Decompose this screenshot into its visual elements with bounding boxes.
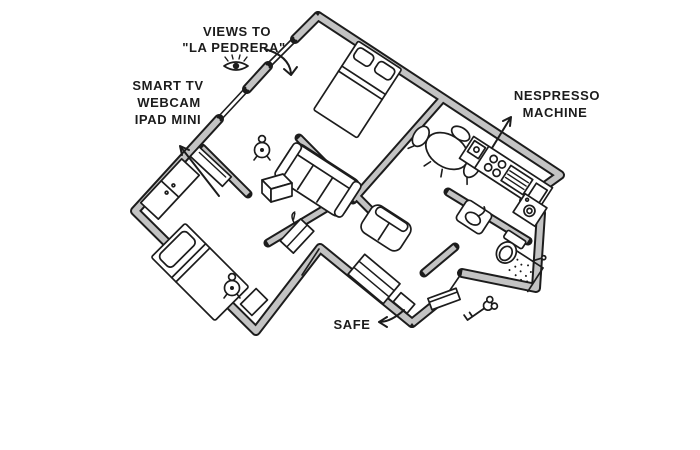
sofa [274, 142, 362, 218]
dresser [279, 211, 315, 254]
shower-head [540, 254, 547, 261]
views-arrow [264, 48, 298, 76]
window-glazing-lines [216, 36, 298, 122]
stove-burner [489, 154, 499, 164]
wardrobe [139, 158, 201, 220]
nightstand [239, 287, 269, 317]
annotation-arrows [179, 48, 512, 328]
shower-floor-dots [508, 258, 532, 283]
nespresso-arrow [491, 116, 512, 149]
annotation-labels: VIEWS TO "LA PEDRERA" SMART TV WEBCAM IP… [132, 24, 600, 332]
entry-step [392, 291, 416, 315]
armchair [360, 204, 412, 252]
washing-machine [512, 192, 548, 228]
smart-tv-label-line2: WEBCAM [137, 95, 201, 110]
key-icon [463, 295, 499, 321]
kitchen-counter [458, 135, 554, 211]
furniture [139, 40, 554, 321]
stove-burner [497, 159, 507, 169]
cube-side-table [261, 173, 293, 203]
chair [450, 125, 471, 142]
bathroom-sink [455, 199, 493, 235]
plant-decor [291, 211, 296, 223]
single-bed [151, 223, 249, 321]
views-label-line2: "LA PEDRERA" [182, 40, 286, 55]
master-bed [313, 40, 402, 139]
stove-burner [492, 168, 502, 178]
alarm-clock [253, 134, 271, 161]
stove-burner [483, 162, 493, 172]
shower [508, 249, 547, 293]
bedroom-door-leaf [301, 248, 320, 276]
smart-tv-label-line3: IPAD MINI [135, 112, 202, 127]
safe-label: SAFE [333, 317, 370, 332]
pillow [352, 47, 375, 68]
hall-chest [347, 253, 401, 305]
safe-arrow [378, 309, 405, 328]
alarm-clock [223, 272, 241, 299]
nespresso-label-line1: NESPRESSO [514, 88, 600, 103]
smart-tv-screen [189, 145, 233, 188]
pillow [373, 60, 396, 81]
tv-unit [189, 145, 233, 188]
toilet [495, 229, 527, 264]
safe-box [427, 287, 461, 311]
smart-tv-arrow [179, 145, 220, 197]
eye-icon [223, 54, 249, 71]
views-label-line1: VIEWS TO [203, 24, 271, 39]
nespresso-label-line2: MACHINE [523, 105, 588, 120]
pillow [158, 230, 196, 268]
smart-tv-label-line1: SMART TV [132, 78, 203, 93]
